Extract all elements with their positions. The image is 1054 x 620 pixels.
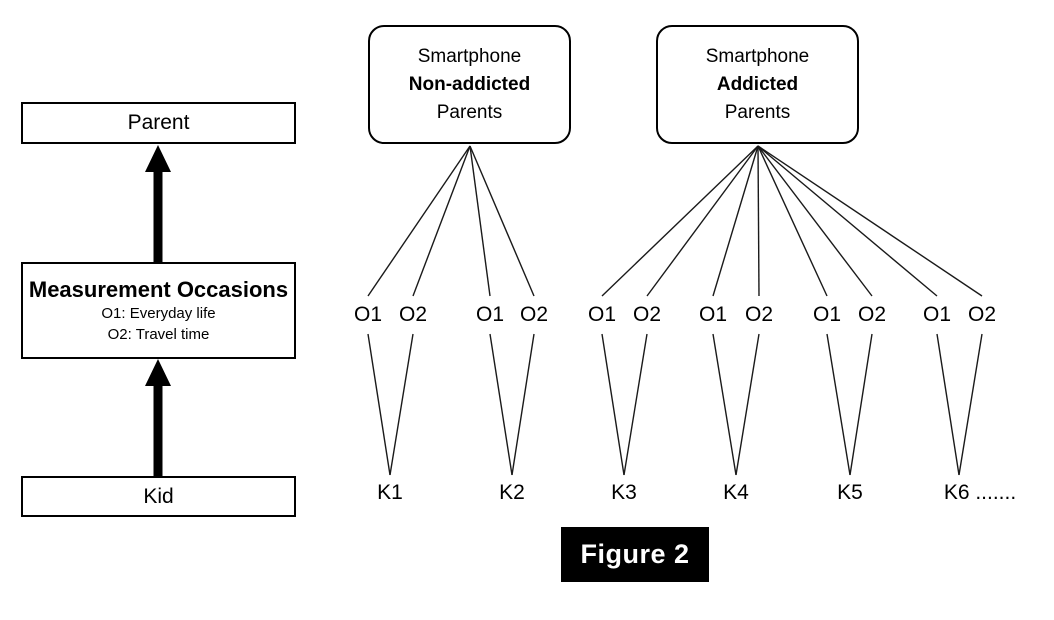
occasion-label-6: O2 <box>632 303 662 326</box>
edge-o-to-k4-right <box>735 333 760 476</box>
occasion-label-2: O2 <box>398 303 428 326</box>
parent-group-addicted-line1: Smartphone <box>705 45 810 67</box>
level-title-parent: Parent <box>127 111 190 134</box>
occasion-label-8: O2 <box>744 303 774 326</box>
edge-addicted-to-o1d <box>757 145 938 297</box>
kid-label-k2: K2 <box>499 481 525 504</box>
kid-label-k4: K4 <box>723 481 749 504</box>
parent-group-non-addicted-line3: Parents <box>436 101 503 123</box>
parent-group-addicted-line3: Parents <box>724 101 791 123</box>
level-subline-o2: O2: Travel time <box>107 325 210 343</box>
edge-addicted-to-o1a <box>601 145 759 297</box>
edge-o-to-k6-left <box>936 333 960 476</box>
edge-nonaddicted-to-o2b <box>469 145 535 297</box>
figure-caption: Figure 2 <box>561 527 709 582</box>
occasion-label-3: O1 <box>475 303 505 326</box>
edge-o-to-k4-left <box>712 333 737 476</box>
occasions-to-parent-arrow <box>145 145 171 262</box>
parent-group-non-addicted-line1: Smartphone <box>417 45 522 67</box>
level-box-measurement-occasions: Measurement Occasions O1: Everyday life … <box>21 262 296 359</box>
kid-label-k3: K3 <box>611 481 637 504</box>
occasion-label-12: O2 <box>967 303 997 326</box>
occasion-label-4: O2 <box>519 303 549 326</box>
edge-o-to-k2-left <box>489 333 513 476</box>
level-box-parent: Parent <box>21 102 296 144</box>
edge-nonaddicted-to-o1b <box>469 145 491 297</box>
edge-o-to-k2-right <box>511 333 535 476</box>
kid-label-k5: K5 <box>837 481 863 504</box>
occasion-label-5: O1 <box>587 303 617 326</box>
edge-o-to-k1-right <box>389 333 414 476</box>
level-title-kid: Kid <box>143 484 174 508</box>
level-title-measurement-occasions: Measurement Occasions <box>28 276 289 302</box>
occasion-label-10: O2 <box>857 303 887 326</box>
parent-group-addicted-line2: Addicted <box>716 73 799 95</box>
edge-addicted-to-o1b <box>712 145 759 297</box>
occasion-label-11: O1 <box>922 303 952 326</box>
edge-o-to-k6-right <box>958 333 983 476</box>
edge-o-to-k3-right <box>623 333 648 476</box>
edge-o-to-k3-left <box>601 333 625 476</box>
level-subline-o1: O1: Everyday life <box>101 304 216 322</box>
edge-o-to-k5-right <box>849 333 873 476</box>
edge-addicted-to-o2c <box>757 145 873 297</box>
edge-addicted-to-o2d <box>757 145 983 297</box>
edge-addicted-to-o2b <box>757 145 760 297</box>
kid-to-occasions-arrow <box>145 359 171 476</box>
occasion-label-7: O1 <box>698 303 728 326</box>
parent-group-non-addicted-line2: Non-addicted <box>408 73 531 95</box>
parent-group-addicted: Smartphone Addicted Parents <box>656 25 859 144</box>
edge-nonaddicted-to-o1a <box>367 145 471 297</box>
edge-nonaddicted-to-o2a <box>412 145 471 297</box>
kid-label-k6: K6 ....... <box>943 481 1017 504</box>
edge-o-to-k1-left <box>367 333 391 476</box>
edge-addicted-to-o2a <box>646 145 759 297</box>
edge-o-to-k5-left <box>826 333 851 476</box>
edge-addicted-to-o1c <box>757 145 828 297</box>
kid-label-k1: K1 <box>377 481 403 504</box>
occasion-label-9: O1 <box>812 303 842 326</box>
occasion-label-1: O1 <box>353 303 383 326</box>
parent-group-non-addicted: Smartphone Non-addicted Parents <box>368 25 571 144</box>
level-box-kid: Kid <box>21 476 296 517</box>
